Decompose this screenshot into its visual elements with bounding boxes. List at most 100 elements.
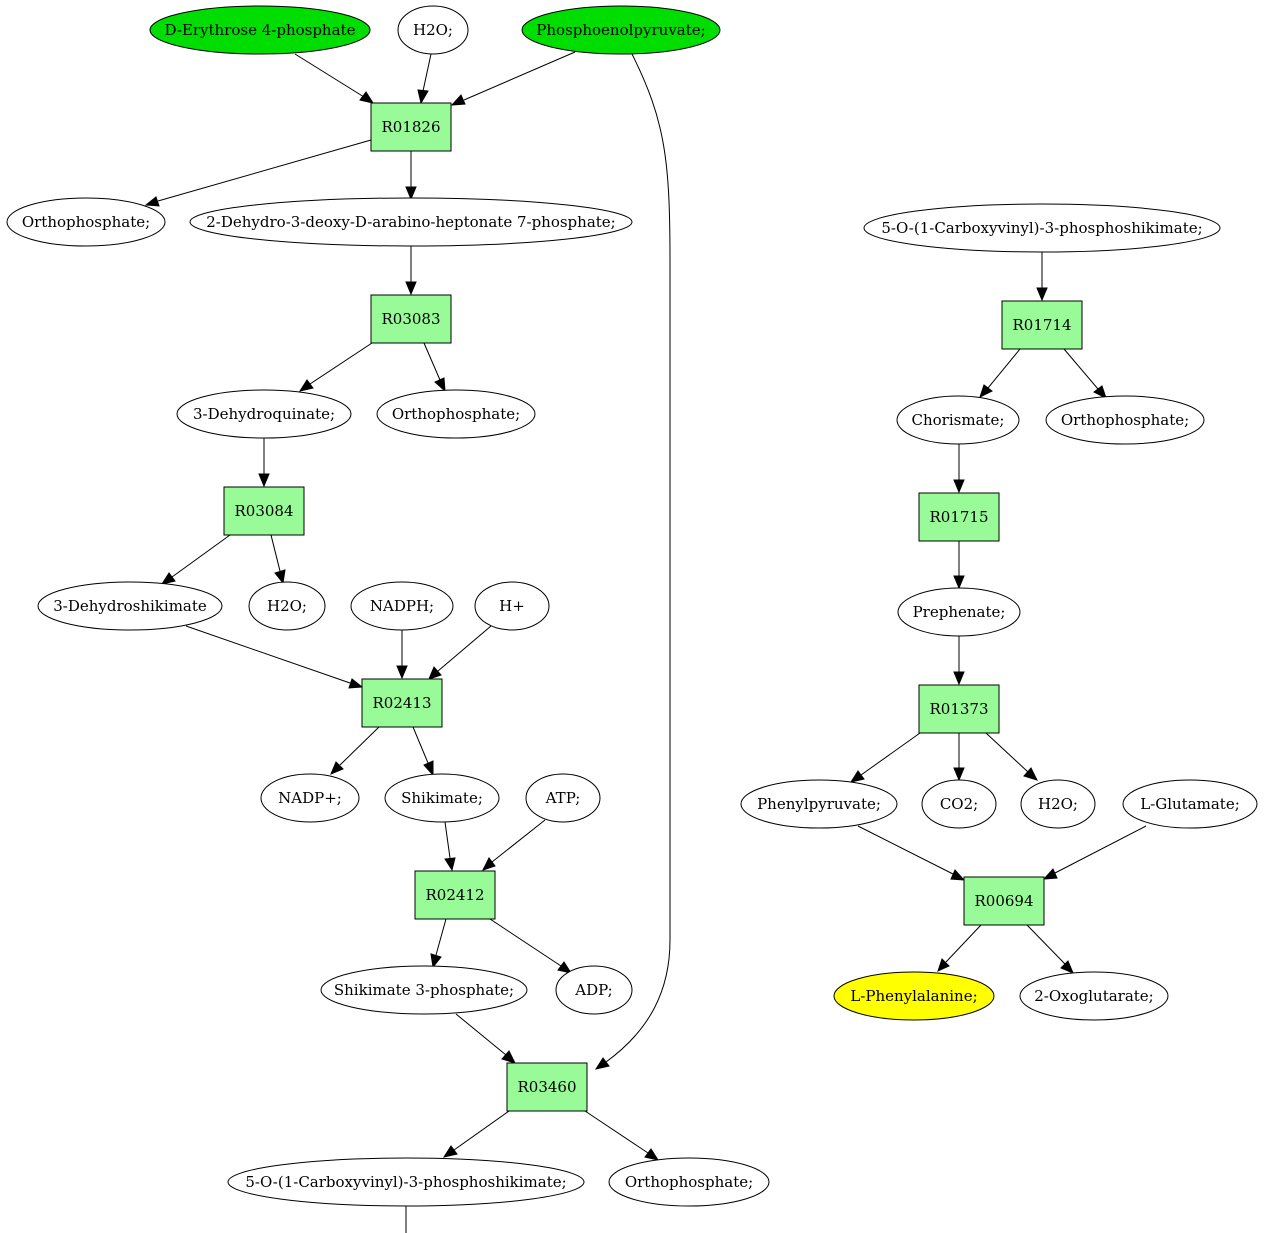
edge-r02413-nadp	[339, 726, 380, 766]
arrowhead	[1093, 385, 1107, 399]
compound-h2o[interactable]: H2O;	[248, 581, 326, 631]
arrowhead	[557, 961, 573, 974]
node-label: L-Phenylalanine;	[850, 987, 977, 1005]
compound-orthophosphate[interactable]: Orthophosphate;	[1045, 395, 1205, 445]
arrowhead	[1060, 960, 1074, 974]
compound-co2[interactable]: CO2;	[921, 779, 997, 829]
compound-orthophosphate[interactable]: Orthophosphate;	[6, 197, 166, 247]
compound-h2o[interactable]: H2O;	[1020, 779, 1096, 829]
node-label: R01373	[929, 700, 988, 718]
node-label: ATP;	[545, 789, 581, 807]
edge-hplus-r02413	[437, 625, 492, 672]
edge-r01714-chorismate	[987, 348, 1021, 389]
edge-r03084-h2o	[270, 534, 281, 572]
node-label: R03084	[234, 502, 293, 520]
compound-nadp[interactable]: NADP+;	[260, 773, 360, 823]
compound-dahp[interactable]: 2-Dehydro-3-deoxy-D-arabino-heptonate 7-…	[189, 197, 633, 247]
edge-r03460-orthophosphate	[584, 1110, 649, 1154]
node-shape	[918, 684, 1000, 734]
node-shape	[506, 1062, 588, 1112]
compound-epsp[interactable]: 5-O-(1-Carboxyvinyl)-3-phosphoshikimate;	[863, 203, 1221, 253]
node-label: R02413	[372, 694, 431, 712]
node-shape	[37, 581, 223, 631]
compound-h2o[interactable]: H2O;	[397, 5, 469, 55]
node-label: 5-O-(1-Carboxyvinyl)-3-phosphoshikimate;	[245, 1173, 566, 1191]
compound-prephenate[interactable]: Prephenate;	[897, 587, 1021, 637]
node-shape	[555, 965, 633, 1015]
arrowhead	[434, 377, 446, 393]
reaction-r02413[interactable]: R02413	[361, 678, 443, 728]
compound-adp[interactable]: ADP;	[555, 965, 633, 1015]
compound-phenylalanine[interactable]: L-Phenylalanine;	[833, 971, 995, 1021]
arrowhead	[274, 569, 286, 585]
arrowhead	[450, 94, 466, 106]
node-shape	[897, 587, 1021, 637]
node-shape	[149, 5, 371, 55]
compound-oxoglutarate[interactable]: 2-Oxoglutarate;	[1019, 971, 1169, 1021]
arrowhead	[258, 473, 270, 488]
compound-atp[interactable]: ATP;	[525, 773, 601, 823]
reaction-r03460[interactable]: R03460	[506, 1062, 588, 1112]
compound-phenylpyruvate[interactable]: Phenylpyruvate;	[740, 779, 898, 829]
compound-dehydroquinate[interactable]: 3-Dehydroquinate;	[176, 389, 352, 439]
node-label: Phosphoenolpyruvate;	[536, 21, 705, 39]
arrowhead	[953, 767, 965, 782]
node-label: CO2;	[940, 795, 978, 813]
edge-r00694-phenylalanine	[945, 924, 982, 963]
compound-glutamate[interactable]: L-Glutamate;	[1122, 779, 1258, 829]
node-label: 2-Oxoglutarate;	[1034, 987, 1154, 1005]
node-shape	[521, 5, 721, 55]
compound-shikimate-3-phosphate[interactable]: Shikimate 3-phosphate;	[320, 965, 528, 1015]
edge-r02412-adp	[489, 918, 562, 967]
compound-orthophosphate[interactable]: Orthophosphate;	[608, 1157, 770, 1207]
reaction-r01373[interactable]: R01373	[918, 684, 1000, 734]
compound-dehydroshikimate[interactable]: 3-Dehydroshikimate	[37, 581, 223, 631]
arrowhead	[953, 479, 965, 494]
node-shape	[1020, 779, 1096, 829]
compound-phosphoenolpyruvate[interactable]: Phosphoenolpyruvate;	[521, 5, 721, 55]
edge-r01826-orthophosphate	[157, 139, 372, 202]
node-shape	[474, 581, 550, 631]
reaction-r03084[interactable]: R03084	[223, 486, 305, 536]
reaction-r01715[interactable]: R01715	[918, 492, 1000, 542]
reaction-r02412[interactable]: R02412	[414, 870, 496, 920]
arrowhead	[1042, 868, 1058, 880]
arrowhead	[405, 186, 417, 201]
reaction-r01714[interactable]: R01714	[1001, 300, 1083, 350]
arrowhead	[444, 857, 456, 872]
reaction-r01826[interactable]: R01826	[370, 102, 452, 152]
compound-nadph[interactable]: NADPH;	[350, 581, 454, 631]
node-label: R03460	[517, 1078, 576, 1096]
node-shape	[525, 773, 601, 823]
edge-atp-r02412	[491, 819, 546, 863]
node-label: 3-Dehydroquinate;	[193, 405, 335, 423]
arrowhead	[417, 89, 429, 105]
arrowhead	[428, 666, 442, 680]
arrowhead	[405, 281, 417, 296]
node-label: R01715	[929, 508, 988, 526]
compound-shikimate[interactable]: Shikimate;	[384, 773, 500, 823]
reaction-r00694[interactable]: R00694	[963, 876, 1045, 926]
node-label: R01826	[381, 118, 440, 136]
node-label: R03083	[381, 310, 440, 328]
node-label: Phenylpyruvate;	[757, 795, 881, 813]
compound-orthophosphate[interactable]: Orthophosphate;	[376, 389, 536, 439]
node-label: Orthophosphate;	[392, 405, 520, 423]
node-label: Prephenate;	[913, 603, 1006, 621]
compound-chorismate[interactable]: Chorismate;	[896, 395, 1020, 445]
node-shape	[376, 389, 536, 439]
compound-epsp[interactable]: 5-O-(1-Carboxyvinyl)-3-phosphoshikimate;	[227, 1157, 585, 1207]
reaction-r03083[interactable]: R03083	[370, 294, 452, 344]
compound-hplus[interactable]: H+	[474, 581, 550, 631]
node-label: 3-Dehydroshikimate	[53, 597, 207, 615]
node-label: Orthophosphate;	[22, 213, 150, 231]
arrowhead	[330, 761, 344, 775]
arrowhead	[423, 760, 434, 777]
edge-r01373-h2o	[985, 732, 1029, 773]
edge-r03460-epsp	[453, 1110, 510, 1151]
node-shape	[189, 197, 633, 247]
arrowhead	[298, 379, 314, 392]
node-label: Shikimate 3-phosphate;	[334, 981, 514, 999]
compound-erythrose[interactable]: D-Erythrose 4-phosphate	[149, 5, 371, 55]
